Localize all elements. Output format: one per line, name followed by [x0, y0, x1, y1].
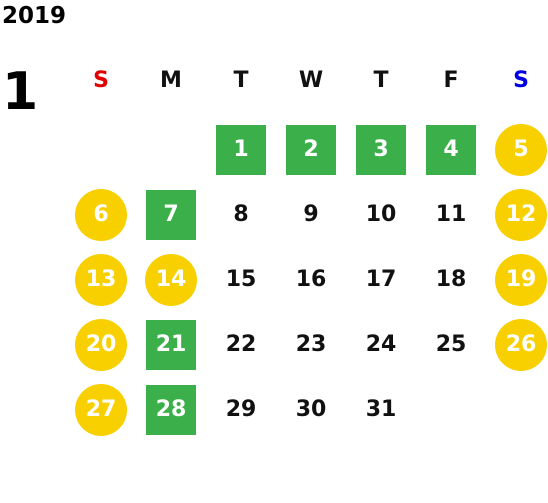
weekday-label-monday: M	[160, 68, 182, 93]
calendar-day-1[interactable]: 1	[233, 137, 249, 162]
day-highlight-square	[146, 320, 196, 370]
calendar-day-14[interactable]: 14	[155, 267, 187, 292]
calendar-day-9[interactable]: 9	[303, 202, 319, 227]
holiday-highlight-circle	[75, 319, 127, 371]
holiday-highlight-circle	[495, 319, 547, 371]
calendar-month: 1	[2, 62, 39, 122]
calendar-day-4[interactable]: 4	[443, 137, 459, 162]
calendar-day-26[interactable]: 26	[505, 332, 537, 357]
calendar-day-27[interactable]: 27	[85, 397, 117, 422]
calendar-day-13[interactable]: 13	[85, 267, 117, 292]
day-highlight-square	[356, 125, 406, 175]
holiday-highlight-circle	[75, 189, 127, 241]
day-highlight-square	[426, 125, 476, 175]
day-highlight-square	[146, 385, 196, 435]
calendar-day-3[interactable]: 3	[373, 137, 389, 162]
weekday-label-friday: F	[443, 68, 459, 93]
day-highlight-square	[216, 125, 266, 175]
calendar-day-5[interactable]: 5	[513, 137, 529, 162]
calendar-day-17[interactable]: 17	[365, 267, 397, 292]
calendar-day-24[interactable]: 24	[365, 332, 397, 357]
calendar-day-6[interactable]: 6	[93, 202, 109, 227]
weekday-label-wednesday: W	[298, 68, 324, 93]
calendar-day-8[interactable]: 8	[233, 202, 249, 227]
calendar-day-12[interactable]: 12	[505, 202, 537, 227]
weekday-label-sunday: S	[93, 68, 109, 93]
calendar-day-23[interactable]: 23	[295, 332, 327, 357]
calendar-day-11[interactable]: 11	[435, 202, 467, 227]
calendar-day-15[interactable]: 15	[225, 267, 257, 292]
calendar-day-7[interactable]: 7	[163, 202, 179, 227]
calendar-day-2[interactable]: 2	[303, 137, 319, 162]
calendar-day-29[interactable]: 29	[225, 397, 257, 422]
calendar-day-16[interactable]: 16	[295, 267, 327, 292]
calendar-year: 2019	[2, 3, 67, 29]
calendar-day-22[interactable]: 22	[225, 332, 257, 357]
calendar-day-31[interactable]: 31	[365, 397, 397, 422]
calendar-day-19[interactable]: 19	[505, 267, 537, 292]
holiday-highlight-circle	[75, 254, 127, 306]
calendar-day-21[interactable]: 21	[155, 332, 187, 357]
holiday-highlight-circle	[75, 384, 127, 436]
calendar-day-10[interactable]: 10	[365, 202, 397, 227]
weekday-label-saturday: S	[513, 68, 529, 93]
holiday-highlight-circle	[495, 254, 547, 306]
calendar-day-25[interactable]: 25	[435, 332, 467, 357]
day-highlight-square	[146, 190, 196, 240]
holiday-highlight-circle	[495, 189, 547, 241]
holiday-highlight-circle	[145, 254, 197, 306]
holiday-highlight-circle	[495, 124, 547, 176]
day-highlight-square	[286, 125, 336, 175]
weekday-label-tuesday: T	[233, 68, 249, 93]
calendar-day-18[interactable]: 18	[435, 267, 467, 292]
calendar-day-30[interactable]: 30	[295, 397, 327, 422]
weekday-label-thursday: T	[373, 68, 389, 93]
calendar-day-20[interactable]: 20	[85, 332, 117, 357]
calendar-day-28[interactable]: 28	[155, 397, 187, 422]
